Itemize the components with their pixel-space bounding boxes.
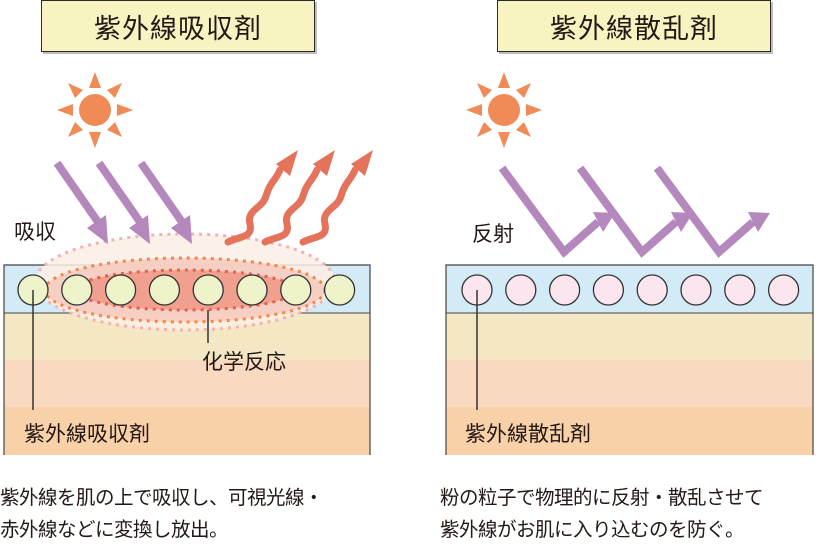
uv-arrow-icon (95, 160, 150, 244)
sun-icon (57, 72, 133, 148)
absorber-particle (280, 274, 312, 306)
absorber-agent-label: 紫外線吸収剤 (24, 422, 150, 446)
absorber-particle (104, 274, 137, 306)
scatterer-caption-line-2: 紫外線がお肌に入り込むのを防ぐ。 (440, 518, 745, 541)
scatterer-particle (636, 274, 668, 306)
reflect-arrow-icon (498, 165, 615, 258)
uv-incoming-arrows (53, 160, 192, 244)
absorber-caption-line-1: 紫外線を肌の上で吸収し、可視光線・ (0, 486, 324, 509)
wavy-arrow-icon (261, 150, 335, 246)
absorber-particle (192, 274, 224, 306)
absorber-particle (236, 274, 268, 306)
absorber-title: 紫外線吸収剤 (94, 13, 262, 45)
absorber-particle (323, 274, 356, 306)
scatterer-agent-label: 紫外線散乱剤 (465, 422, 591, 446)
reflect-arrow-icon (576, 165, 693, 258)
skin-layer-2 (446, 360, 813, 407)
scatterer-caption: 粉の粒子で物理的に反射・散乱させて 紫外線がお肌に入り込むのを防ぐ。 (440, 482, 764, 546)
absorber-particle (61, 274, 93, 306)
uv-reflected-arrows (498, 165, 770, 258)
absorber-particle (148, 274, 181, 306)
absorber-particles (17, 274, 356, 306)
scatterer-particle (592, 274, 625, 306)
skin-surface-layer (446, 265, 813, 313)
sun-icon (466, 72, 542, 148)
skin-layer-2 (4, 360, 370, 407)
skin-layer-1 (446, 313, 813, 360)
reflect-label: 反射 (472, 222, 514, 246)
absorber-title-box: 紫外線吸収剤 (41, 0, 315, 52)
uv-arrow-icon (53, 160, 108, 244)
wavy-arrow-icon (224, 150, 298, 246)
skin-layer-3 (4, 407, 370, 455)
reflect-arrow-icon (653, 165, 770, 258)
chemical-reaction-label: 化学反応 (202, 350, 286, 374)
uv-arrow-icon (137, 160, 192, 244)
scatterer-particle (767, 274, 800, 306)
absorb-label: 吸収 (14, 220, 56, 244)
scatterer-title-box: 紫外線散乱剤 (497, 0, 771, 52)
wavy-arrow-icon (299, 150, 373, 246)
skin-layer-3 (446, 407, 813, 455)
absorber-caption: 紫外線を肌の上で吸収し、可視光線・ 赤外線などに変換し放出。 (0, 482, 324, 546)
scatterer-particle (724, 274, 756, 306)
scatterer-particle (548, 274, 581, 306)
scatterer-particle (680, 274, 712, 306)
scatterer-particle (505, 274, 537, 306)
emission-arrows (224, 150, 373, 246)
absorber-caption-line-2: 赤外線などに変換し放出。 (0, 518, 229, 541)
scatterer-title: 紫外線散乱剤 (550, 13, 718, 45)
scatterer-caption-line-1: 粉の粒子で物理的に反射・散乱させて (440, 486, 764, 509)
